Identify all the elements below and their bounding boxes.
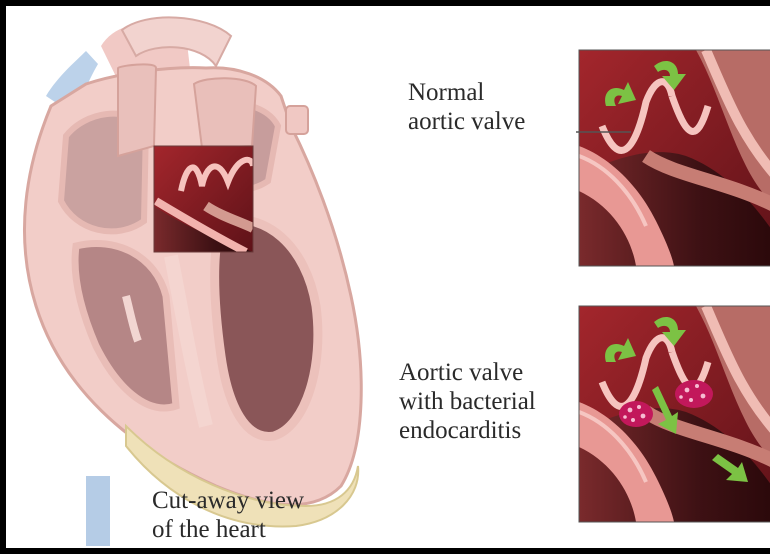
vegetation-right bbox=[675, 380, 713, 408]
heart-cutaway bbox=[24, 17, 361, 546]
endocarditis-label-line1: Aortic valve bbox=[399, 358, 536, 387]
heart-caption-line1: Cut-away view bbox=[152, 486, 304, 515]
pulmonary-vein bbox=[286, 106, 308, 134]
pulmonary-trunk bbox=[194, 78, 256, 148]
heart-inset bbox=[154, 146, 253, 252]
illustration bbox=[6, 6, 770, 554]
normal-valve-label-line1: Normal bbox=[408, 78, 525, 107]
aorta-root bbox=[118, 64, 156, 156]
heart-caption: Cut-away view of the heart bbox=[152, 486, 304, 544]
endocarditis-label-line2: with bacterial bbox=[399, 387, 536, 416]
vena-cava-lower bbox=[86, 476, 110, 546]
vegetation-left bbox=[619, 401, 653, 427]
normal-valve-label-line2: aortic valve bbox=[408, 107, 525, 136]
normal-valve-label: Normal aortic valve bbox=[408, 78, 525, 136]
normal-valve-panel bbox=[579, 50, 770, 266]
endocarditis-valve-panel bbox=[579, 306, 770, 522]
endocarditis-label-line3: endocarditis bbox=[399, 416, 536, 445]
endocarditis-valve-label: Aortic valve with bacterial endocarditis bbox=[399, 358, 536, 445]
heart-caption-line2: of the heart bbox=[152, 515, 304, 544]
